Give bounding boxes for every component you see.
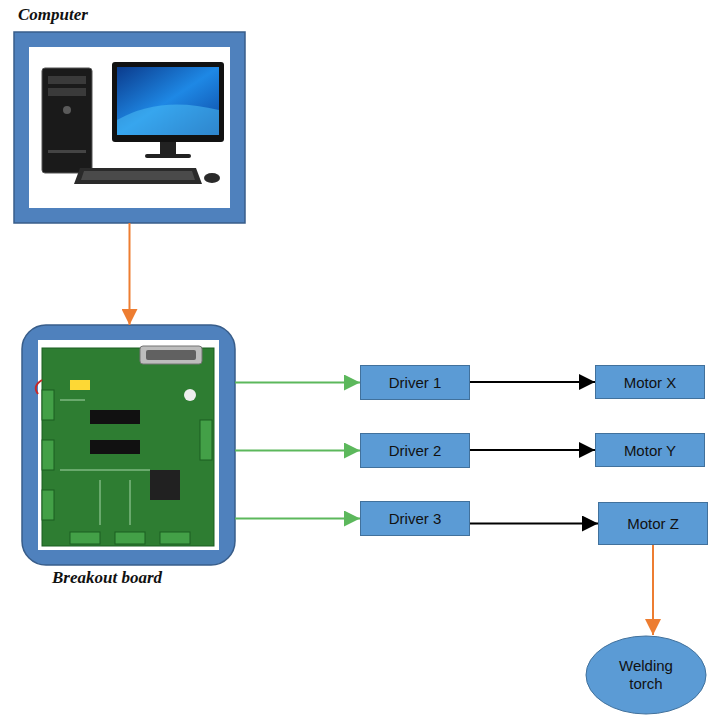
node-label: Driver 3 bbox=[389, 510, 442, 527]
computer-frame bbox=[14, 32, 245, 223]
node-label: Driver 1 bbox=[389, 374, 442, 391]
computer-picture bbox=[42, 62, 224, 184]
breakout-frame bbox=[22, 325, 235, 565]
arrow-connector bbox=[470, 449, 595, 451]
arrow-connector bbox=[129, 223, 131, 325]
process-box: Motor Y bbox=[595, 433, 705, 467]
process-box: Motor Z bbox=[598, 502, 708, 545]
node-label: Welding torch bbox=[610, 657, 682, 693]
node-label: Driver 2 bbox=[389, 442, 442, 459]
arrow-connector bbox=[470, 381, 595, 383]
ellipse-shape bbox=[586, 636, 706, 714]
node-label: Motor Y bbox=[624, 442, 676, 459]
process-box: Driver 1 bbox=[360, 365, 470, 400]
process-box: Motor X bbox=[595, 365, 705, 399]
node-label: Motor X bbox=[624, 374, 677, 391]
picture-frame: Computer bbox=[14, 32, 245, 223]
breakout-frame-inner bbox=[38, 340, 219, 550]
node-label: Motor Z bbox=[627, 515, 679, 532]
picture-frame: Breakout board bbox=[22, 325, 235, 565]
arrow-connector bbox=[235, 518, 360, 520]
ellipse-node: Welding torch bbox=[585, 635, 707, 715]
arrow-connector bbox=[470, 523, 598, 525]
computer-frame-inner bbox=[29, 47, 230, 208]
heading-label: Breakout board bbox=[52, 568, 162, 588]
arrow-connector bbox=[652, 545, 654, 635]
heading-label: Computer bbox=[18, 5, 88, 25]
arrow-connector bbox=[235, 382, 360, 384]
process-box: Driver 2 bbox=[360, 433, 470, 468]
process-box: Driver 3 bbox=[360, 501, 470, 536]
breakout-picture bbox=[36, 346, 214, 546]
arrow-connector bbox=[235, 450, 360, 452]
